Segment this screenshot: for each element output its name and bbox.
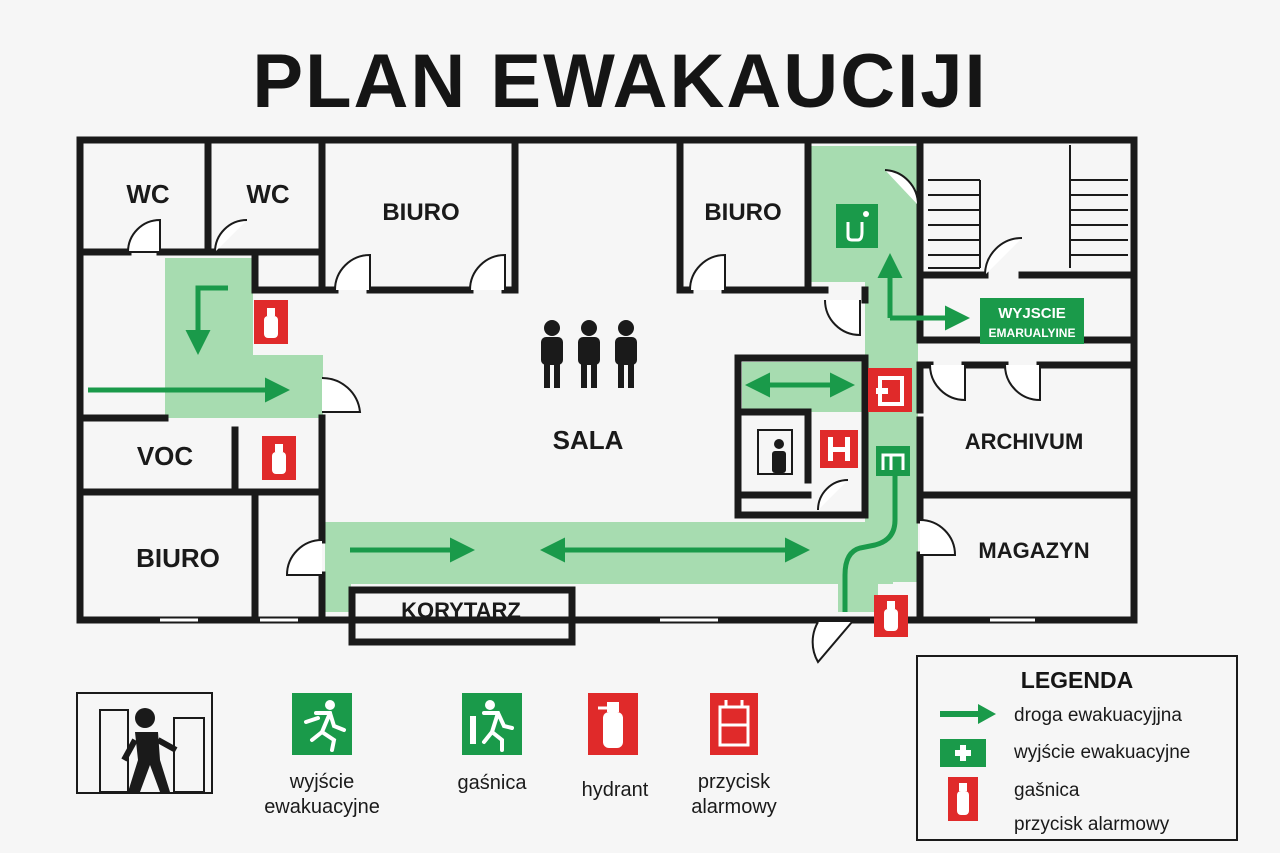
room-label-magazyn: MAGAZYN [978,538,1089,563]
symbol-caption-exit: wyjście ewakuacyjne [240,770,404,820]
room-label-wc-1: WC [126,179,170,209]
room-label-biuro-top-left: BIURO [382,199,459,226]
room-label-wc-2: WC [246,179,290,209]
extinguisher-icon [254,300,288,344]
legend-box: LEGENDA droga ewakuacyjjna wyjście ewaku… [916,655,1238,841]
route-path-exit [842,470,898,612]
room-label-biuro-bottom-left: BIURO [136,543,220,573]
route-arrow-down [185,285,228,355]
green-arrow-icon [940,704,996,724]
room-label-biuro-top-right: BIURO [704,199,781,226]
walls [76,136,1138,646]
exit-sign-line2: EMARUALYINE [989,326,1076,340]
legend-item-exit: wyjście ewakuacyjne [1014,742,1191,763]
caption-alarm-line2: alarmowy [691,796,777,818]
legend-title: LEGENDA [1020,667,1134,693]
people-icon [541,320,637,388]
legend-item-route: droga ewakuacyjjna [1014,705,1182,726]
exit-running-man-icon [292,693,352,755]
green-exit-plus-icon [940,739,986,767]
room-label-korytarz: KORYTARZ [401,598,521,623]
doors [126,169,1041,664]
symbol-caption-alarm: przycisk alarmowy [664,770,804,820]
exit-running-icon [876,446,910,476]
symbol-caption-hydrant: hydrant [581,779,649,801]
caption-exit-line1: wyjście [289,771,355,793]
legend-item-extinguisher: gašnica [1014,780,1080,801]
legend-item-alarm: przycisk alarmowy [1014,814,1170,835]
person-booth-icon [757,429,793,475]
alarm-symbol-icon [710,693,758,755]
extinguisher-exit-icon [462,693,522,755]
caption-exit-line2: ewakuacyjne [264,796,380,818]
room-label-voc: VOC [137,441,194,471]
caption-alarm-line1: przycisk [697,771,771,793]
exit-door-person-icon [76,692,213,794]
extinguisher-icon [262,436,296,480]
hydrant-symbol-icon [588,693,638,755]
evacuation-arrows [88,253,970,612]
room-label-sala: SALA [553,425,624,455]
room-label-archivum: ARCHIVUM [965,429,1084,454]
exit-sign-line1: WYJSCIE [998,305,1066,322]
exit-sign-wyjscie: WYJSCIE EMARUALYINE [980,298,1084,344]
extinguisher-icon [874,595,908,637]
stairs [928,145,1128,269]
page-title: PLAN EWAKAUCIJI [252,39,988,124]
exit-sign-icon [836,204,878,248]
symbol-caption-extinguisher: gaśnica [457,772,527,794]
red-extinguisher-icon [948,777,978,821]
alarm-button-icon [868,368,912,412]
hydrant-icon [820,430,858,468]
